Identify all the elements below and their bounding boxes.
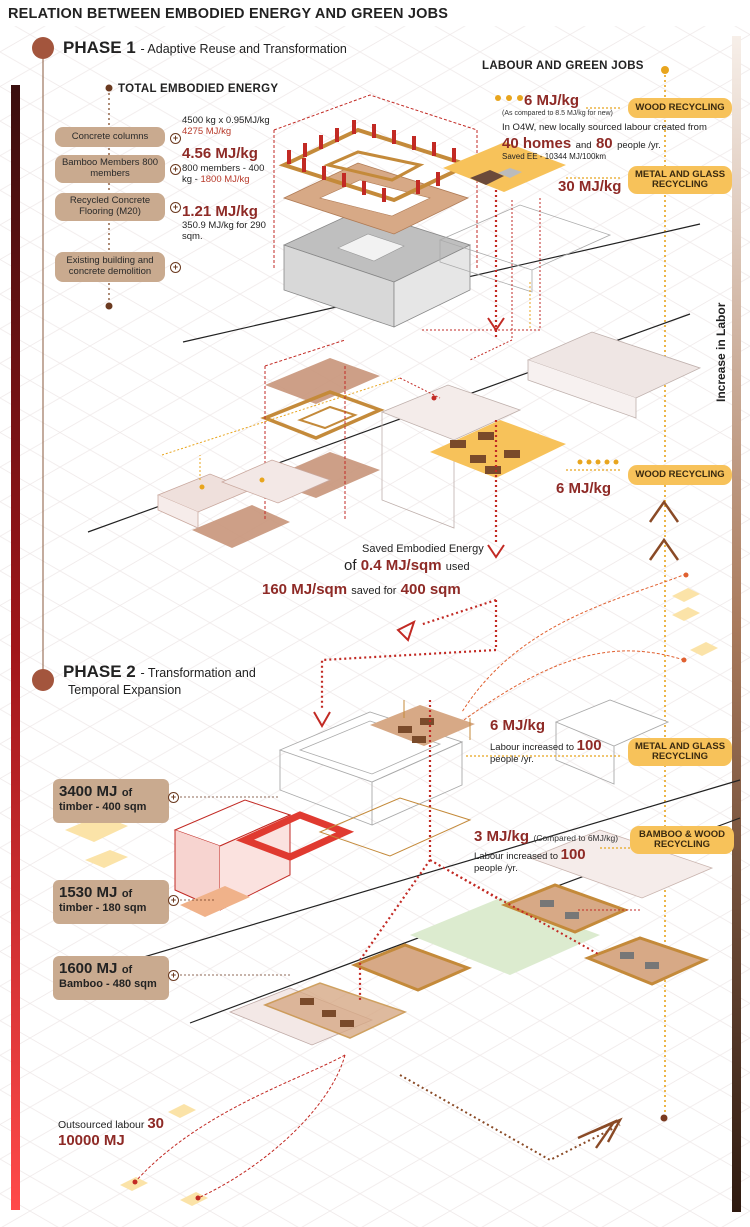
pill-bamboo-members: Bamboo Members 800 members <box>55 155 165 183</box>
material-box-timber-180: 1530 MJ of timber - 180 sqm <box>53 880 169 924</box>
pill-recycled-flooring: Recycled Concrete Flooring (M20) <box>55 193 165 221</box>
page-title: RELATION BETWEEN EMBODIED ENERGY AND GRE… <box>8 6 449 22</box>
pill-existing-demolition: Existing building and concrete demolitio… <box>55 252 165 282</box>
columns-value: 4275 MJ/kg <box>182 126 232 137</box>
o4w-note: In O4W, new locally sourced labour creat… <box>502 122 707 133</box>
people-icons <box>495 95 619 465</box>
labour-green-jobs-heading: LABOUR AND GREEN JOBS <box>482 60 644 72</box>
phase2-label: PHASE 2 - Transformation and <box>63 662 256 681</box>
phase1-marker <box>32 37 54 59</box>
plus-icon: + <box>168 895 179 906</box>
increase-in-labor-label: Increase in Labor <box>714 302 728 402</box>
phase2-model <box>173 699 714 1046</box>
labour-plaza-1 <box>443 142 566 192</box>
outsourced-mj: 10000 MJ <box>58 1132 125 1149</box>
tag-wood-recycling: WOOD RECYCLING <box>628 98 732 118</box>
bamboo-calc: 800 members - 400 <box>182 163 265 174</box>
labor-gradient-bar <box>732 36 741 1212</box>
tag-bamboo-wood-recycling: BAMBOO & WOOD RECYCLING <box>630 826 734 854</box>
saved-ee-line1: Saved Embodied Energy <box>362 543 484 555</box>
phase2-subtitle: Temporal Expansion <box>68 683 182 697</box>
energy-gradient-bar <box>11 85 20 1210</box>
phase2-value-1: 6 MJ/kg <box>490 717 546 734</box>
floor-calc2: sqm. <box>182 231 203 242</box>
yellow-patches <box>65 588 718 1206</box>
saved-ee-note: Saved EE - 10344 MJ/100km <box>502 152 607 161</box>
tag-wood-recycling-mid: WOOD RECYCLING <box>628 465 732 485</box>
phase2-value-2: 3 MJ/kg (Compared to 6MJ/kg) <box>474 828 619 845</box>
phase2-marker <box>32 669 54 691</box>
total-embodied-energy-heading: TOTAL EMBODIED ENERGY <box>118 83 279 95</box>
phase2-labour-1b: people /yr. <box>490 754 534 765</box>
bamboo-value: 4.56 MJ/kg <box>182 145 258 162</box>
plus-icon: + <box>168 792 179 803</box>
floor-calc: 350.9 MJ/kg for 290 <box>182 220 266 231</box>
tag-metal-glass-recycling: METAL AND GLASS RECYCLING <box>628 166 732 194</box>
plus-icon: + <box>168 970 179 981</box>
phase2-labour-2b: people /yr. <box>474 863 518 874</box>
pill-concrete-columns: Concrete columns <box>55 127 165 147</box>
floor-value: 1.21 MJ/kg <box>182 203 258 220</box>
phase1-label: PHASE 1 - Adaptive Reuse and Transformat… <box>63 38 347 57</box>
material-box-timber-400: 3400 MJ of timber - 400 sqm <box>53 779 169 823</box>
section-line-3 <box>99 779 741 971</box>
outsourced-labour: Outsourced labour 30 <box>58 1115 164 1132</box>
plus-icon: + <box>170 202 181 213</box>
mid-labour-value: 6 MJ/kg <box>556 480 612 497</box>
wood-recycling-value: 6 MJ/kg <box>524 92 580 109</box>
columns-calc: 4500 kg x 0.95MJ/kg <box>182 115 270 126</box>
plus-icon: + <box>170 262 181 273</box>
material-box-bamboo-480: 1600 MJ of Bamboo - 480 sqm <box>53 956 169 1000</box>
plus-icon: + <box>170 164 181 175</box>
phase2-labour-1: Labour increased to 100 <box>490 737 602 754</box>
phase1-model <box>273 94 612 328</box>
metal-recycling-value: 30 MJ/kg <box>558 178 622 195</box>
plus-icon: + <box>170 133 181 144</box>
saved-ee-line2: of 0.4 MJ/sqm used <box>344 557 470 574</box>
homes-people: 40 homes and 80 people /yr. <box>502 135 661 152</box>
phase2-labour-2: Labour increased to 100 <box>474 846 586 863</box>
phase1-expansion-model <box>156 331 702 548</box>
wood-recycling-compare: (As compared to 8.5 MJ/kg for new) <box>502 110 613 117</box>
tag-metal-glass-phase2: METAL AND GLASS RECYCLING <box>628 738 732 766</box>
bamboo-calc2: kg - 1800 MJ/kg <box>182 174 250 185</box>
saved-ee-line3: 160 MJ/sqm saved for 400 sqm <box>262 581 461 598</box>
